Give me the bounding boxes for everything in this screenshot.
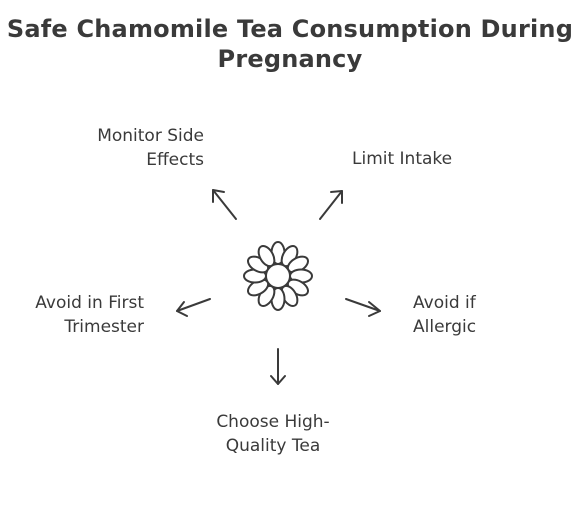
label-choose-line-2: Quality Tea [225, 436, 321, 456]
label-first-line-1: Avoid in First [35, 293, 144, 313]
label-monitor-line-2: Effects [146, 150, 204, 170]
arrow-limit [319, 190, 343, 220]
arrow-first-trimester [176, 298, 211, 317]
label-choose-line-1: Choose High- [216, 412, 330, 432]
title-line-2: Pregnancy [217, 45, 363, 73]
label-allergic-line-2: Allergic [413, 317, 477, 337]
label-first-line-2: Trimester [64, 317, 144, 337]
label-limit-intake: Limit Intake [352, 147, 452, 171]
label-choose-high-quality-tea: Choose High- Quality Tea [193, 410, 353, 458]
label-monitor-side-effects: Monitor Side Effects [60, 124, 204, 172]
label-allergic-line-1: Avoid if [413, 293, 476, 313]
arrow-allergic [345, 298, 381, 317]
label-avoid-first-trimester: Avoid in First Trimester [10, 291, 144, 339]
label-avoid-if-allergic: Avoid if Allergic [413, 291, 476, 339]
arrow-choose [270, 348, 286, 385]
diagram-title: Safe Chamomile Tea Consumption During Pr… [0, 14, 580, 74]
label-limit-line-1: Limit Intake [352, 149, 453, 169]
label-monitor-line-1: Monitor Side [97, 126, 204, 146]
arrow-monitor [212, 189, 237, 220]
chamomile-flower-icon [243, 241, 313, 311]
title-line-1: Safe Chamomile Tea Consumption During [6, 15, 574, 43]
